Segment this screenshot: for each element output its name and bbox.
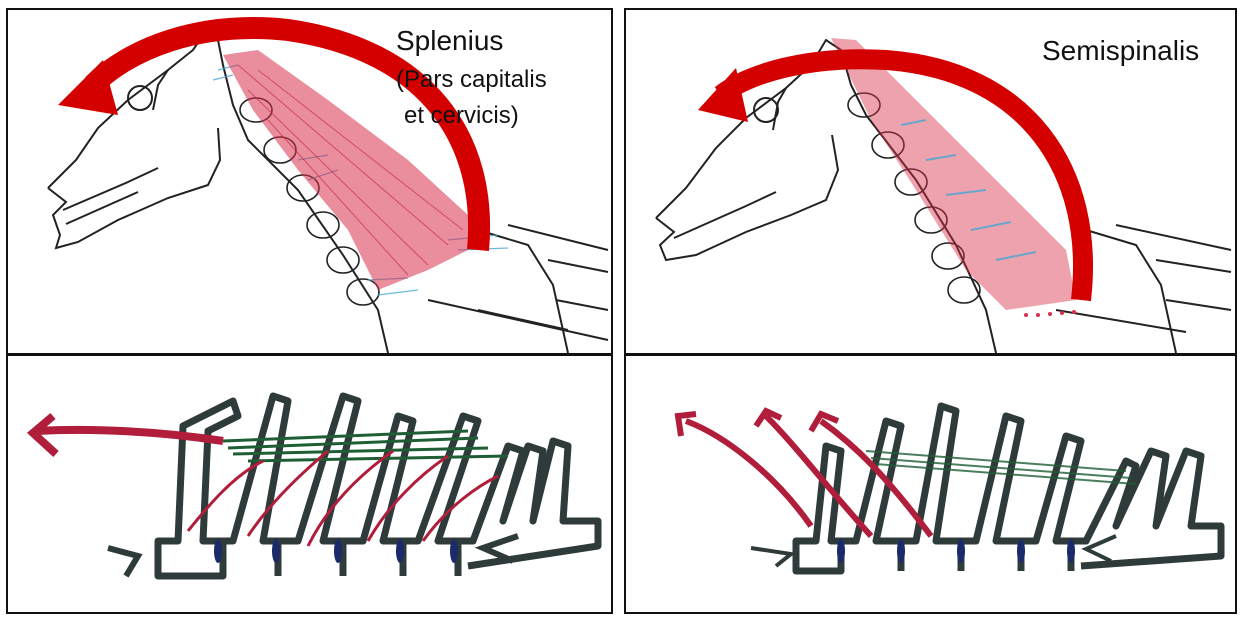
splenius-spine-panel <box>6 354 613 614</box>
horse-outline <box>655 38 1232 353</box>
vertebrae <box>792 402 1225 575</box>
arrowhead-icon <box>26 412 59 457</box>
tendon-lines <box>186 449 499 547</box>
splenius-horse-diagram <box>47 17 609 353</box>
red-tendons <box>684 413 934 539</box>
splenius-spine-diagram <box>26 392 602 580</box>
discs <box>837 539 1075 563</box>
splenius-subtitle-1: (Pars capitalis <box>396 66 547 93</box>
head-arrow-icon <box>714 49 1093 302</box>
compression-arrow-icon <box>107 545 143 578</box>
splenius-panel: Splenius (Pars capitalis et cervicis) <box>6 8 613 355</box>
semispinalis-horse-diagram <box>655 38 1232 353</box>
head-arrow-icon <box>85 17 490 251</box>
semispinalis-panel: Semispinalis <box>624 8 1237 355</box>
tendon-bands <box>900 119 1037 261</box>
splenius-subtitle-2: et cervicis) <box>404 102 519 129</box>
cervical-vertebrae <box>847 92 981 304</box>
arrowhead-icon <box>674 411 697 437</box>
muscle-fibers <box>237 64 464 276</box>
splenius-title: Splenius <box>396 25 504 56</box>
attachment-dots <box>1024 310 1076 317</box>
semispinalis-spine-diagram <box>674 402 1225 575</box>
compression-arrow-icon <box>1081 534 1117 563</box>
arrowhead-icon <box>808 410 840 433</box>
discs <box>214 539 458 563</box>
green-ligaments <box>865 450 1137 485</box>
semispinalis-muscle <box>831 38 1076 310</box>
vertebrae <box>154 392 602 580</box>
compression-arrow-icon <box>750 546 796 568</box>
semispinalis-title: Semispinalis <box>1042 35 1200 66</box>
splenius-muscle <box>223 50 478 290</box>
head-arrow-icon <box>37 425 224 445</box>
green-ligaments <box>222 429 509 463</box>
arrowhead-icon <box>753 407 783 428</box>
arrowhead-icon <box>58 60 118 115</box>
arrowhead-icon <box>698 68 748 122</box>
semispinalis-spine-panel <box>624 354 1237 614</box>
compression-arrow-icon <box>474 533 519 564</box>
